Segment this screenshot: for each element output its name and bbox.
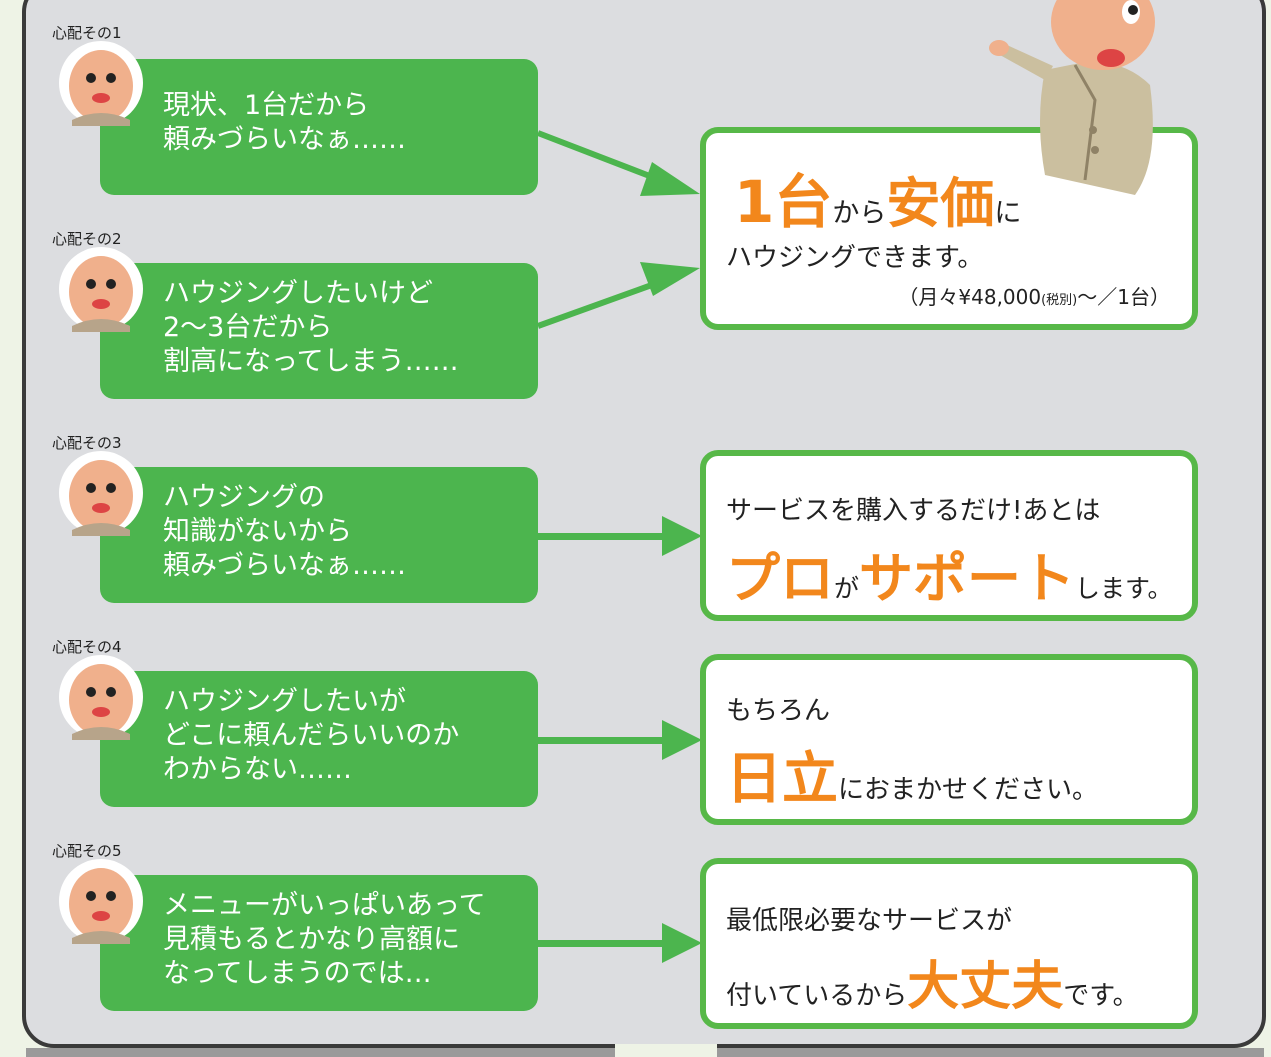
answer-2-big-2: サポート xyxy=(859,547,1076,610)
worry-text-5: メニューがいっぱいあって 見積もるとかなり高額に なってしまうのでは… xyxy=(163,890,486,989)
worry-bubble-4: ハウジングしたいが どこに頼んだらいいのか わからない…… xyxy=(100,671,538,807)
arrow-4-line xyxy=(538,737,666,744)
answer-1-price: （月々¥48,000(税別)〜／1台） xyxy=(898,281,1170,310)
answer-3-big-1: 日立 xyxy=(726,747,838,812)
arrow-3-head xyxy=(662,516,702,556)
worried-face-icon xyxy=(59,41,143,126)
answer-1-line-2: ハウジングできます。 xyxy=(726,243,984,273)
answer-2-headline: プロがサポートします。 xyxy=(726,534,1173,613)
worry-text-4: ハウジングしたいが どこに頼んだらいいのか わからない…… xyxy=(163,686,460,785)
answer-1-price-pre: （月々¥48,000 xyxy=(898,285,1042,309)
mascot-illustration xyxy=(989,0,1155,195)
worry-label-5: 心配その5 xyxy=(52,842,122,860)
worried-face-icon xyxy=(59,247,143,332)
worry-text-1: 現状、1台だから 頼みづらいなぁ…… xyxy=(163,90,406,155)
answer-1-mid-2: に xyxy=(994,198,1022,229)
answer-3-headline: 日立におまかせください。 xyxy=(726,734,1098,815)
worry-label-1: 心配その1 xyxy=(52,24,122,42)
arrow-5-line xyxy=(538,940,666,947)
answer-1-big-2: 安価 xyxy=(886,172,995,235)
worry-label-3: 心配その3 xyxy=(52,434,122,452)
worried-face-icon xyxy=(59,859,143,944)
panel-gap xyxy=(615,1044,717,1057)
worry-label-4: 心配その4 xyxy=(52,638,122,656)
worried-face-icon xyxy=(59,655,143,740)
arrow-5-head xyxy=(662,923,702,963)
answer-2-mid-1: が xyxy=(834,574,860,603)
answer-4-mid-1: です。 xyxy=(1063,981,1139,1011)
worried-face-icon xyxy=(59,451,143,536)
arrow-3-line xyxy=(538,533,666,540)
answer-3-line-1: もちろん xyxy=(726,696,831,726)
arrow-4-head xyxy=(662,720,702,760)
answer-1-mid-1: から xyxy=(832,198,887,229)
worry-bubble-3: ハウジングの 知識がないから 頼みづらいなぁ…… xyxy=(100,467,538,603)
answer-1-price-post: 〜／1台） xyxy=(1077,285,1170,309)
answer-1-headline: 1台から安価に xyxy=(734,155,1021,239)
arrow-1-line xyxy=(536,130,662,183)
worry-bubble-5: メニューがいっぱいあって 見積もるとかなり高額に なってしまうのでは… xyxy=(100,875,538,1011)
arrow-2-line xyxy=(536,279,662,329)
answer-4-line-1: 最低限必要なサービスが xyxy=(726,906,1013,936)
answer-3-mid-1: におまかせください。 xyxy=(838,775,1099,805)
worry-bubble-1: 現状、1台だから 頼みづらいなぁ…… xyxy=(100,59,538,195)
answer-box-2: サービスを購入するだけ!あとは プロがサポートします。 xyxy=(700,450,1198,621)
answer-2-big-1: プロ xyxy=(726,547,834,610)
answer-2-mid-2: します。 xyxy=(1075,574,1173,603)
answer-box-4: 最低限必要なサービスが 付いているから大丈夫です。 xyxy=(700,858,1198,1029)
worry-label-2: 心配その2 xyxy=(52,230,122,248)
answer-1-big-1: 1台 xyxy=(734,168,833,236)
answer-1-price-tax: (税別) xyxy=(1041,293,1078,308)
arrow-1-head xyxy=(640,162,700,196)
answer-box-3: もちろん 日立におまかせください。 xyxy=(700,654,1198,825)
worry-text-2: ハウジングしたいけど 2〜3台だから 割高になってしまう…… xyxy=(163,278,459,377)
answer-2-line-1: サービスを購入するだけ!あとは xyxy=(726,496,1101,526)
answer-4-pre: 付いているから xyxy=(726,981,908,1011)
answer-4-headline: 付いているから大丈夫です。 xyxy=(726,944,1139,1019)
arrow-2-head xyxy=(640,262,700,296)
worry-text-3: ハウジングの 知識がないから 頼みづらいなぁ…… xyxy=(163,482,406,581)
worry-bubble-2: ハウジングしたいけど 2〜3台だから 割高になってしまう…… xyxy=(100,263,538,399)
answer-4-big-1: 大丈夫 xyxy=(907,957,1064,1017)
